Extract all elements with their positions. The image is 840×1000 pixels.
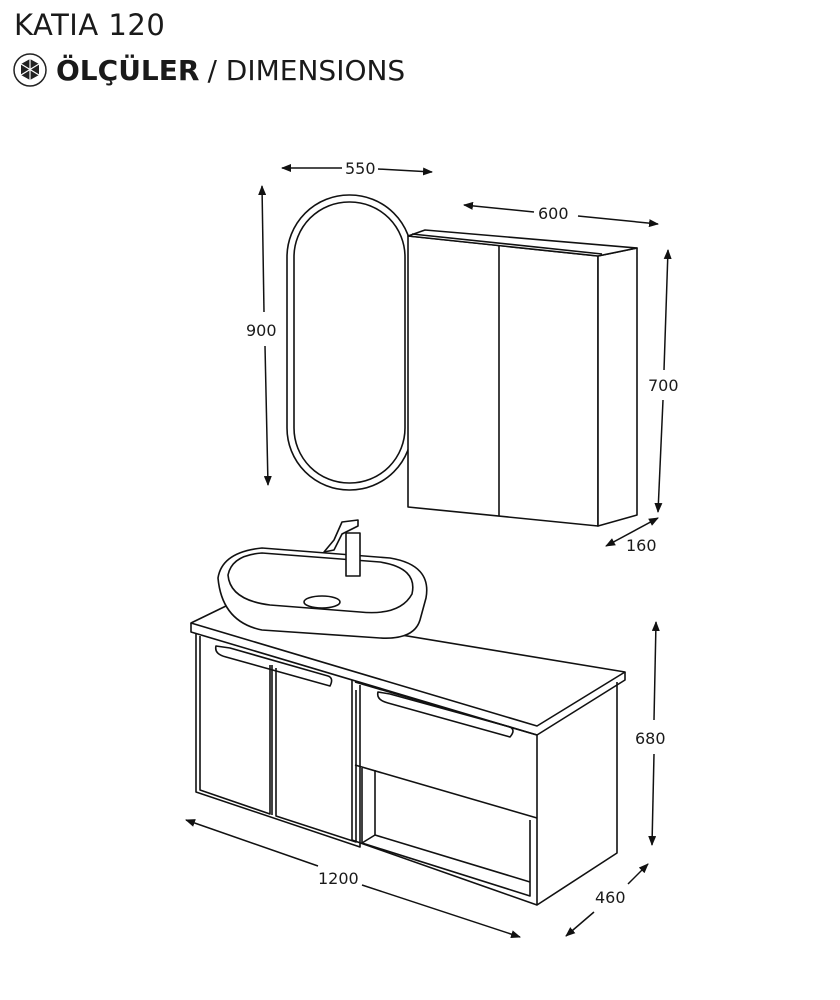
subtitle-rest: / DIMENSIONS <box>207 53 406 87</box>
vanity-width-label: 1200 <box>318 869 359 888</box>
mirror-width-label: 550 <box>345 159 376 178</box>
basin <box>217 519 428 639</box>
mirror-cabinet <box>407 229 638 527</box>
cabinet-height-label: 700 <box>648 376 679 395</box>
oval-mirror <box>286 194 413 491</box>
product-title: KATIA 120 <box>14 8 166 42</box>
subtitle-bold: ÖLÇÜLER <box>56 53 200 87</box>
mirror-height-label: 900 <box>246 321 277 340</box>
vanity-height-label: 680 <box>635 729 666 748</box>
vanity-unit <box>190 605 626 906</box>
cabinet-width-label: 600 <box>538 204 569 223</box>
vanity-depth-label: 460 <box>595 888 626 907</box>
cabinet-depth-label: 160 <box>626 536 657 555</box>
dimensions-heading: ÖLÇÜLER / DIMENSIONS <box>12 52 405 88</box>
dimensions-cube-icon <box>13 53 47 87</box>
